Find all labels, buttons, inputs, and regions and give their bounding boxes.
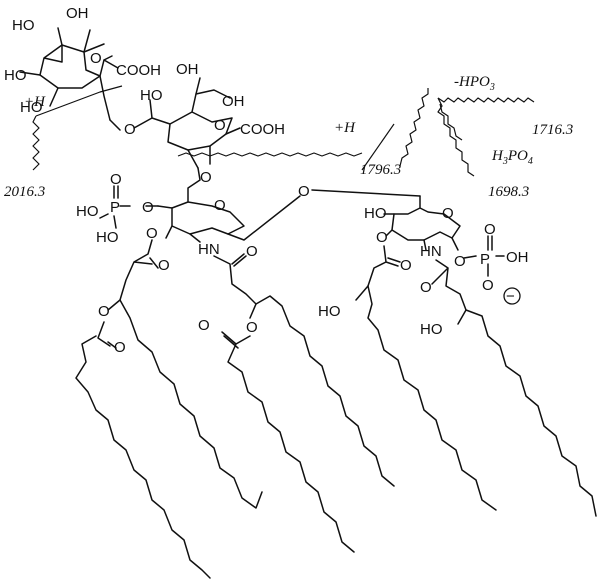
glcn1-amide-carbonyl: O: [246, 243, 258, 260]
kdo2-hydroxyl-b: OH: [176, 61, 199, 78]
glcn2-ester-carbonyl: O: [400, 257, 412, 274]
kdo2-ring-oxygen: O: [214, 117, 226, 134]
phosphate1-oxo: O: [110, 171, 122, 188]
kdo1-ring-oxygen: O: [90, 50, 102, 67]
glcn1-amide-acyloxy-oxygen: O: [246, 319, 258, 336]
glcn1-secondary-ester-carbonyl: O: [114, 339, 126, 356]
kdo1-hydroxyl-d: HO: [20, 99, 43, 116]
fragment-plus-h-right: +H: [334, 120, 356, 136]
phosphate1-phosphorus: P: [110, 199, 120, 216]
phosphate2-hydroxyl: OH: [506, 249, 529, 266]
glcn2-2-amide-chain: [431, 259, 597, 517]
glcn1-amide-nitrogen: HN: [198, 241, 220, 258]
glucosamine-2-residue: [383, 195, 461, 251]
phosphate1-hydroxyl-b: HO: [96, 229, 119, 246]
glcn2-hydroxyl: HO: [364, 205, 387, 222]
kdo-glycosidic-oxygen: O: [124, 121, 136, 138]
interglycosidic-oxygen: O: [298, 183, 310, 200]
fragment-mz-2016: 2016.3: [4, 184, 45, 200]
kdo1-hydroxyl-a: HO: [12, 17, 35, 34]
interglycosidic-bond: [311, 189, 421, 197]
kdo2-residue: [109, 77, 241, 169]
fragment-mz-1698: 1698.3: [488, 184, 529, 200]
kdo1-hydroxyl-c: HO: [4, 67, 27, 84]
kdo1-carboxyl: COOH: [116, 62, 161, 79]
kdo1-hydroxyl-b: OH: [66, 5, 89, 22]
glcn1-ester-oxygen: O: [146, 225, 158, 242]
fragment-plus-h-left: +H: [24, 94, 46, 110]
svg-text:−: −: [506, 288, 515, 305]
glcn1-2-amide-chain: [213, 253, 395, 487]
glcn2-amide-carbonyl: O: [420, 279, 432, 296]
phosphate2-oxo: O: [484, 221, 496, 238]
fragment-loss-h3po4: H3PO4: [491, 148, 533, 167]
phosphate2-ester-oxygen: O: [454, 253, 466, 270]
negative-charge-symbol: −: [503, 287, 521, 305]
fragmentation-cut-lines: [32, 85, 535, 177]
glcn2-ring-oxygen: O: [442, 205, 454, 222]
glcn2-chain-hydroxyl-a: HO: [318, 303, 341, 320]
fragment-mz-1716: 1716.3: [532, 122, 573, 138]
phosphate-4prime: [99, 185, 159, 229]
kdo2-hydroxyl-c: OH: [222, 93, 245, 110]
glcn2-ester-oxygen: O: [376, 229, 388, 246]
glcn2-chain-hydroxyl-b: HO: [420, 321, 443, 338]
glcn1-acyloxy-oxygen: O: [98, 303, 110, 320]
glcn1-ring-oxygen: O: [214, 197, 226, 214]
glcn1-2-secondary-acyl-chain: [221, 331, 355, 553]
glcn2-3-acyl-chain: [355, 245, 497, 511]
phosphate2-phosphorus: P: [480, 251, 490, 268]
glcn2-amide-nitrogen: HN: [420, 243, 442, 260]
glcn1-3-secondary-acyl-chain: [75, 321, 211, 579]
glcn1-amide-secondary-carbonyl: O: [198, 317, 210, 334]
glcn1-ester-carbonyl-oxygen: O: [158, 257, 170, 274]
glucosamine-1-residue: [157, 167, 301, 243]
fragment-loss-hpo3: -HPO3: [454, 74, 495, 93]
phosphate1-ester-oxygen: O: [142, 199, 154, 216]
glcn1-c6-oxygen: O: [200, 169, 212, 186]
phosphate1-hydroxyl-a: HO: [76, 203, 99, 220]
kdo2-hydroxyl-a: HO: [140, 87, 163, 104]
glcn1-3-acyl-chain: [107, 239, 263, 509]
fragment-mz-1796: 1796.3: [360, 162, 401, 178]
kdo1-residue: [19, 27, 119, 121]
phosphate2-oxide: O: [482, 277, 494, 294]
phosphate-1-anomeric: [463, 235, 505, 277]
kdo2-carboxyl: COOH: [240, 121, 285, 138]
